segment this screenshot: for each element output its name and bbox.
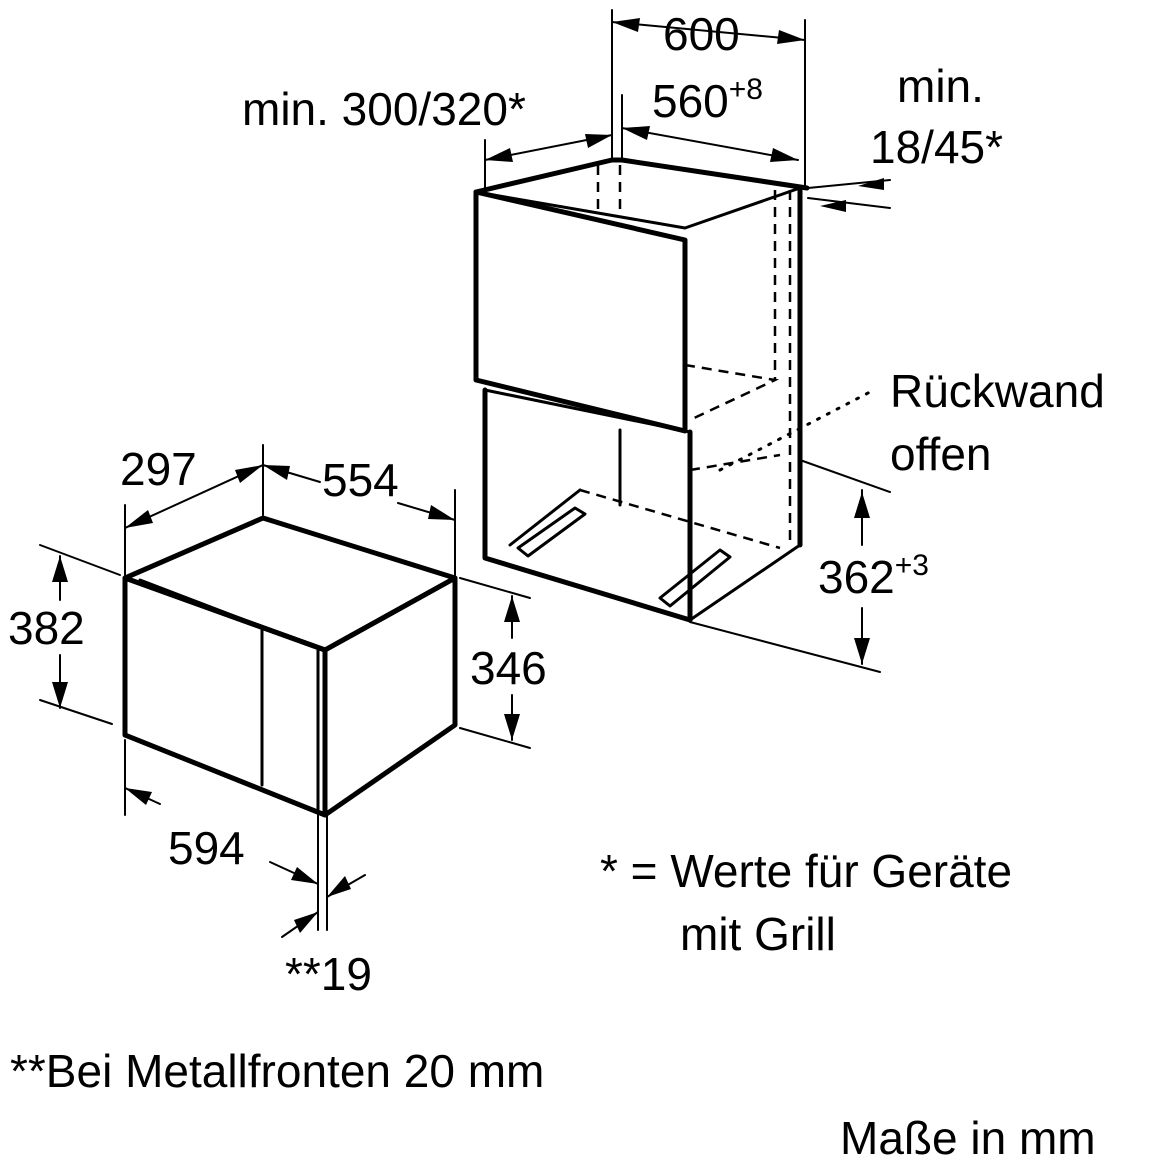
label-min-gap-line1: min. bbox=[897, 60, 984, 112]
dim-depth-arrow-right bbox=[585, 134, 612, 148]
device-top-face bbox=[122, 515, 458, 653]
device-dimension-lines bbox=[39, 444, 531, 938]
label-niche-height-tol: +3 bbox=[895, 549, 929, 582]
dim-554-arrow-left bbox=[263, 465, 290, 480]
label-niche-width-tol: +8 bbox=[729, 73, 763, 106]
dim-554-arrow-right bbox=[428, 505, 455, 520]
dim-19-arrow-right bbox=[327, 876, 351, 897]
label-niche-height: 362+3 bbox=[818, 549, 929, 603]
dim-19-arrow-left bbox=[294, 912, 318, 933]
dim-346-arrow-bottom bbox=[504, 714, 520, 740]
dim-depth-arrow-left bbox=[485, 148, 513, 162]
hidden-edge-7 bbox=[579, 488, 781, 550]
cabinet-niche-left bbox=[482, 387, 693, 623]
dim-362-ext-bottom bbox=[689, 621, 881, 673]
label-niche-height-base: 362 bbox=[818, 551, 895, 603]
dim-594-arrow-left bbox=[125, 788, 152, 805]
dim-382-ext-bottom bbox=[39, 699, 113, 725]
dim-560-arrow-left bbox=[622, 126, 650, 140]
label-back-wall-line2: offen bbox=[890, 428, 991, 480]
cabinet-top-edge bbox=[473, 157, 810, 195]
label-metal-front-note: **Bei Metallfronten 20 mm bbox=[10, 1045, 544, 1097]
dim-gap-arrow-top bbox=[858, 178, 884, 190]
cabinet-rail-right bbox=[658, 548, 732, 608]
dim-560-arrow-right bbox=[770, 148, 798, 162]
dim-382-arrow-bottom bbox=[52, 682, 68, 708]
label-back-wall-line1: Rückwand bbox=[890, 365, 1105, 417]
label-units-note: Maße in mm bbox=[840, 1112, 1096, 1160]
cabinet-dimension-lines bbox=[484, 9, 891, 673]
label-device-width: 594 bbox=[168, 822, 245, 874]
dim-600-line bbox=[611, 21, 806, 41]
label-device-inner-height: 346 bbox=[470, 642, 547, 694]
dim-600-arrow-right bbox=[777, 30, 805, 44]
cabinet-niche-floor-back bbox=[508, 488, 582, 547]
label-cabinet-min-depth: min. 300/320* bbox=[242, 83, 526, 135]
label-grill-note-line1: * = Werte für Geräte bbox=[600, 845, 1012, 897]
device-front-inner-top bbox=[138, 578, 320, 650]
label-front-thickness: **19 bbox=[285, 948, 372, 1000]
label-device-inner-width: 554 bbox=[322, 454, 399, 506]
hidden-edge-5 bbox=[684, 363, 780, 422]
dim-600-arrow-left bbox=[612, 18, 640, 32]
label-cabinet-width: 600 bbox=[663, 8, 740, 60]
dim-382-ext-top bbox=[39, 544, 121, 576]
dim-297-arrow-left bbox=[125, 510, 153, 528]
dim-362-arrow-top bbox=[854, 492, 870, 518]
dim-297-arrow-right bbox=[235, 465, 263, 483]
dim-gap-line-b bbox=[807, 197, 891, 209]
dim-362-arrow-bottom bbox=[854, 638, 870, 664]
dim-594-arrow-right bbox=[291, 867, 318, 884]
dim-362-ext-top bbox=[799, 459, 891, 493]
label-niche-width: 560+8 bbox=[652, 73, 763, 127]
label-min-gap-line2: 18/45* bbox=[870, 121, 1003, 173]
dim-346-ext-top bbox=[459, 577, 531, 599]
dim-346-arrow-top bbox=[504, 596, 520, 622]
back-wall-leader bbox=[718, 390, 872, 472]
dim-560-line bbox=[621, 127, 799, 161]
device-side-face bbox=[322, 575, 458, 818]
label-device-depth: 297 bbox=[120, 443, 197, 495]
hidden-edge-6 bbox=[689, 453, 781, 472]
cabinet-niche-bottom-edge bbox=[688, 543, 802, 622]
dim-gap-arrow-bottom bbox=[820, 200, 846, 212]
cabinet-rail-left bbox=[516, 506, 587, 558]
label-device-height: 382 bbox=[8, 602, 85, 654]
cabinet-drawing bbox=[473, 157, 872, 623]
label-grill-note-line2: mit Grill bbox=[680, 908, 836, 960]
cabinet-niche-top bbox=[483, 388, 692, 434]
label-niche-width-base: 560 bbox=[652, 75, 729, 127]
cabinet-top-surface bbox=[474, 186, 802, 230]
device-drawing bbox=[122, 515, 458, 818]
dim-382-arrow-top bbox=[52, 556, 68, 582]
dim-346-ext-bottom bbox=[459, 727, 531, 749]
